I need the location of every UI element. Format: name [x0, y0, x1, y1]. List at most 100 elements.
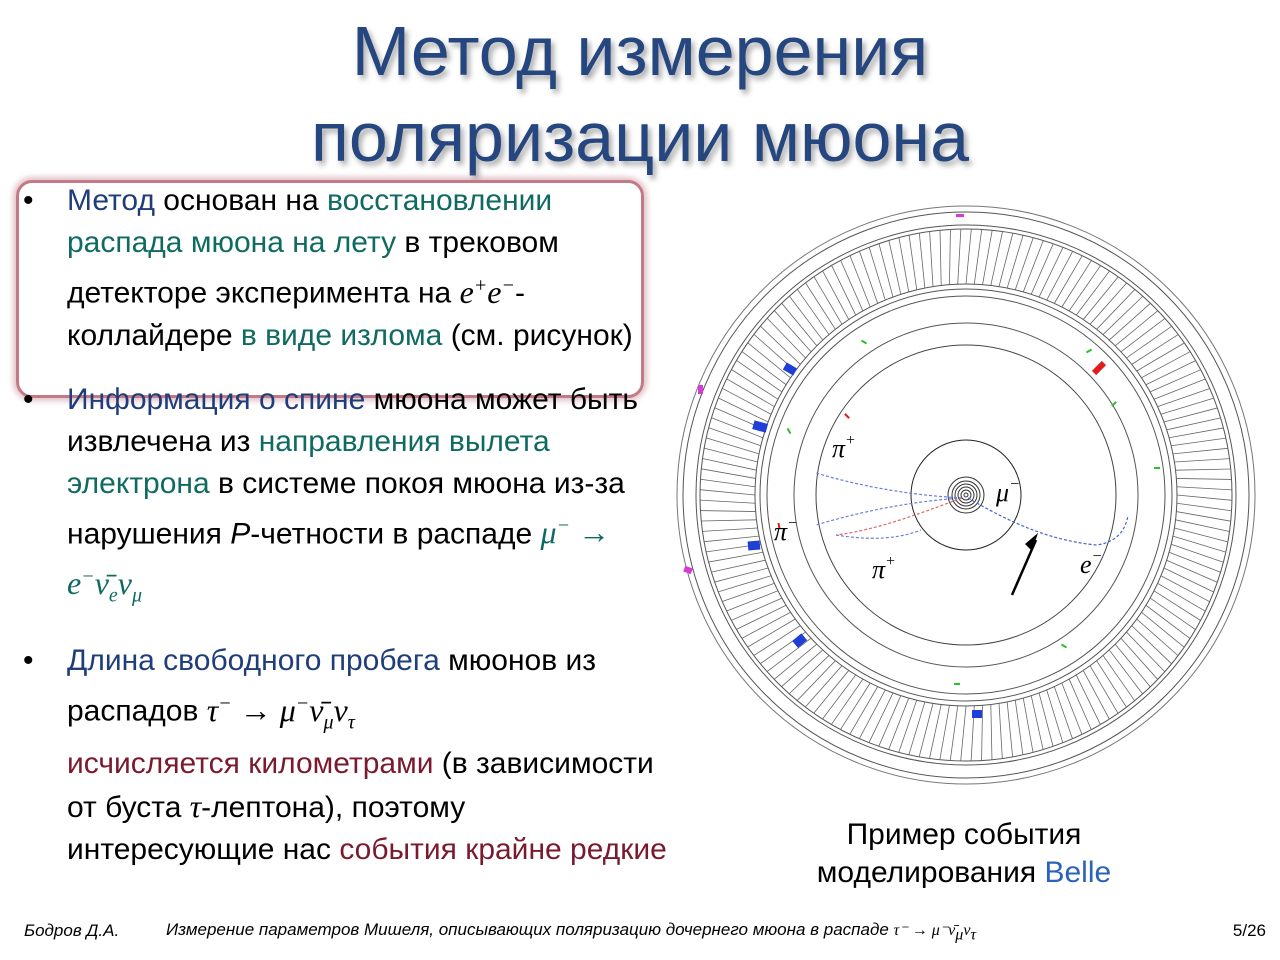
calorimeter-spoke [1096, 660, 1127, 708]
footer-author: Бодров Д.А. [24, 921, 120, 940]
calorimeter-spoke [1068, 265, 1101, 312]
calorimeter-spoke [888, 240, 902, 295]
b3-maroon-2: события крайне редкие [339, 833, 667, 867]
calorimeter-spoke [868, 247, 886, 301]
calorimeter-spoke [1096, 289, 1136, 330]
calorimeter-spoke [796, 289, 830, 335]
calorimeter-spoke [805, 665, 843, 708]
label-pi-minus: π− [774, 515, 798, 546]
calorimeter-spoke [840, 682, 871, 730]
calorimeter-spoke [1075, 270, 1110, 316]
calorimeter-spoke [714, 567, 769, 583]
calorimeter-spoke [1171, 543, 1224, 563]
calorimeter-spoke [898, 237, 910, 292]
calorimeter-spoke [1131, 334, 1179, 365]
bullet-list: Метод основан на восстановлении распада … [20, 180, 670, 871]
calorimeter-spoke [1114, 310, 1159, 347]
p-parity: P [230, 517, 251, 551]
calorimeter-spoke [766, 317, 806, 359]
calorimeter-spoke [1061, 682, 1083, 735]
b2-text: мюона может быть извлечена из [67, 382, 638, 458]
calorimeter-spoke [1114, 643, 1151, 688]
b1-text-2: в трековом детекторе эксперимента на [67, 226, 559, 310]
calorimeter-spoke [1160, 397, 1214, 415]
belle-event-display: π+ π− π+ μ− e− [676, 205, 1256, 785]
calorimeter-spoke [1149, 369, 1201, 393]
calorimeter-spoke [939, 230, 942, 286]
calorimeter-spoke [840, 260, 864, 312]
calorimeter-spoke [1172, 535, 1226, 553]
b3-text: мюонов из распадов [67, 644, 597, 729]
calorimeter-spoke [701, 519, 757, 522]
b3-maroon: исчисляется километрами [67, 747, 434, 781]
b1-text-4: (см. рисунок) [442, 318, 633, 352]
calorimeter-spoke [1126, 631, 1166, 673]
calorimeter-spoke [1006, 701, 1014, 757]
calorimeter-spoke [949, 705, 959, 761]
calorimeter-spoke [1163, 407, 1218, 423]
calorimeter-spoke [805, 282, 836, 330]
ee-formula: e+e− [459, 273, 515, 310]
calorimeter-spoke [747, 342, 791, 379]
calorimeter-spoke [1141, 351, 1191, 379]
calorimeter-spoke [736, 360, 783, 393]
calorimeter-spoke [1053, 686, 1073, 739]
b2-teal: направления вылета электрона [67, 424, 550, 500]
calorimeter-spoke [1046, 251, 1074, 301]
b2-text-3: -четности в распаде [250, 517, 541, 551]
b3-term: Длина свободного пробега [67, 644, 440, 678]
label-e-minus: e− [1080, 548, 1102, 579]
calorimeter-spoke [990, 704, 993, 760]
calorimeter-spoke [929, 231, 934, 287]
calorimeter-spoke [718, 575, 772, 593]
calorimeter-spoke [1030, 695, 1044, 750]
calorimeter-spoke [1061, 260, 1092, 308]
calorimeter-spoke [1160, 575, 1210, 603]
calorimeter-spoke [960, 705, 967, 761]
calorimeter-spoke [868, 692, 894, 743]
calorimeter-spoke [1157, 582, 1206, 612]
calorimeter-spoke [711, 417, 764, 439]
calorimeter-spoke [702, 527, 758, 532]
bullet-2: Информация о спине мюона может быть извл… [20, 379, 670, 617]
calorimeter-spoke [949, 229, 951, 285]
figure-caption: Пример события моделирования Belle [764, 816, 1164, 892]
calorimeter-spoke [1014, 700, 1024, 755]
calorimeter-spoke [849, 255, 871, 308]
calorimeter-spoke [1022, 240, 1044, 293]
b2-text-2: в системе покоя мюона из-за нарушения [67, 466, 625, 551]
title-line-2: поляризации мюона [311, 98, 969, 176]
calorimeter-spoke [1006, 235, 1024, 289]
calorimeter-spoke [1030, 243, 1054, 295]
b1-text-3: -коллайдере [67, 276, 525, 352]
calorimeter-spoke [1102, 655, 1136, 701]
calorimeter-spoke [813, 276, 843, 325]
belle-label: Belle [1044, 856, 1112, 889]
calorimeter-spoke [939, 705, 950, 760]
calorimeter-spoke [760, 325, 801, 365]
calorimeter-spoke [1136, 618, 1179, 656]
calorimeter-spoke [722, 582, 775, 602]
bullet-1: Метод основан на восстановлении распада … [20, 180, 670, 357]
calorimeter-spoke [929, 704, 942, 759]
calorimeter-spoke [708, 427, 761, 447]
footer-talk-title: Измерение параметров Мишеля, описывающих… [166, 920, 977, 944]
calorimeter-spoke [1126, 325, 1172, 359]
calorimeter-spoke [831, 678, 864, 725]
b1-term: Метод [67, 184, 155, 217]
calorimeter-spoke [700, 510, 756, 512]
calorimeter-spoke [1014, 237, 1034, 290]
calorimeter-spoke [736, 604, 787, 630]
tau-decay-formula: τ− → μ−ν̄μντ [206, 692, 355, 734]
calorimeter-spoke [1145, 360, 1196, 386]
calorimeter-spoke [1176, 478, 1232, 480]
calorimeter-spoke [998, 233, 1014, 287]
calorimeter-spoke [1136, 342, 1185, 372]
calorimeter-spoke [1038, 692, 1054, 747]
calorimeter-spoke [813, 670, 850, 714]
particle-tracks [815, 472, 1129, 546]
calorimeter-spoke [706, 437, 760, 455]
calorimeter-spoke [1163, 567, 1214, 593]
calorimeter-spoke [1145, 604, 1191, 639]
calorimeter-spoke [982, 230, 993, 285]
